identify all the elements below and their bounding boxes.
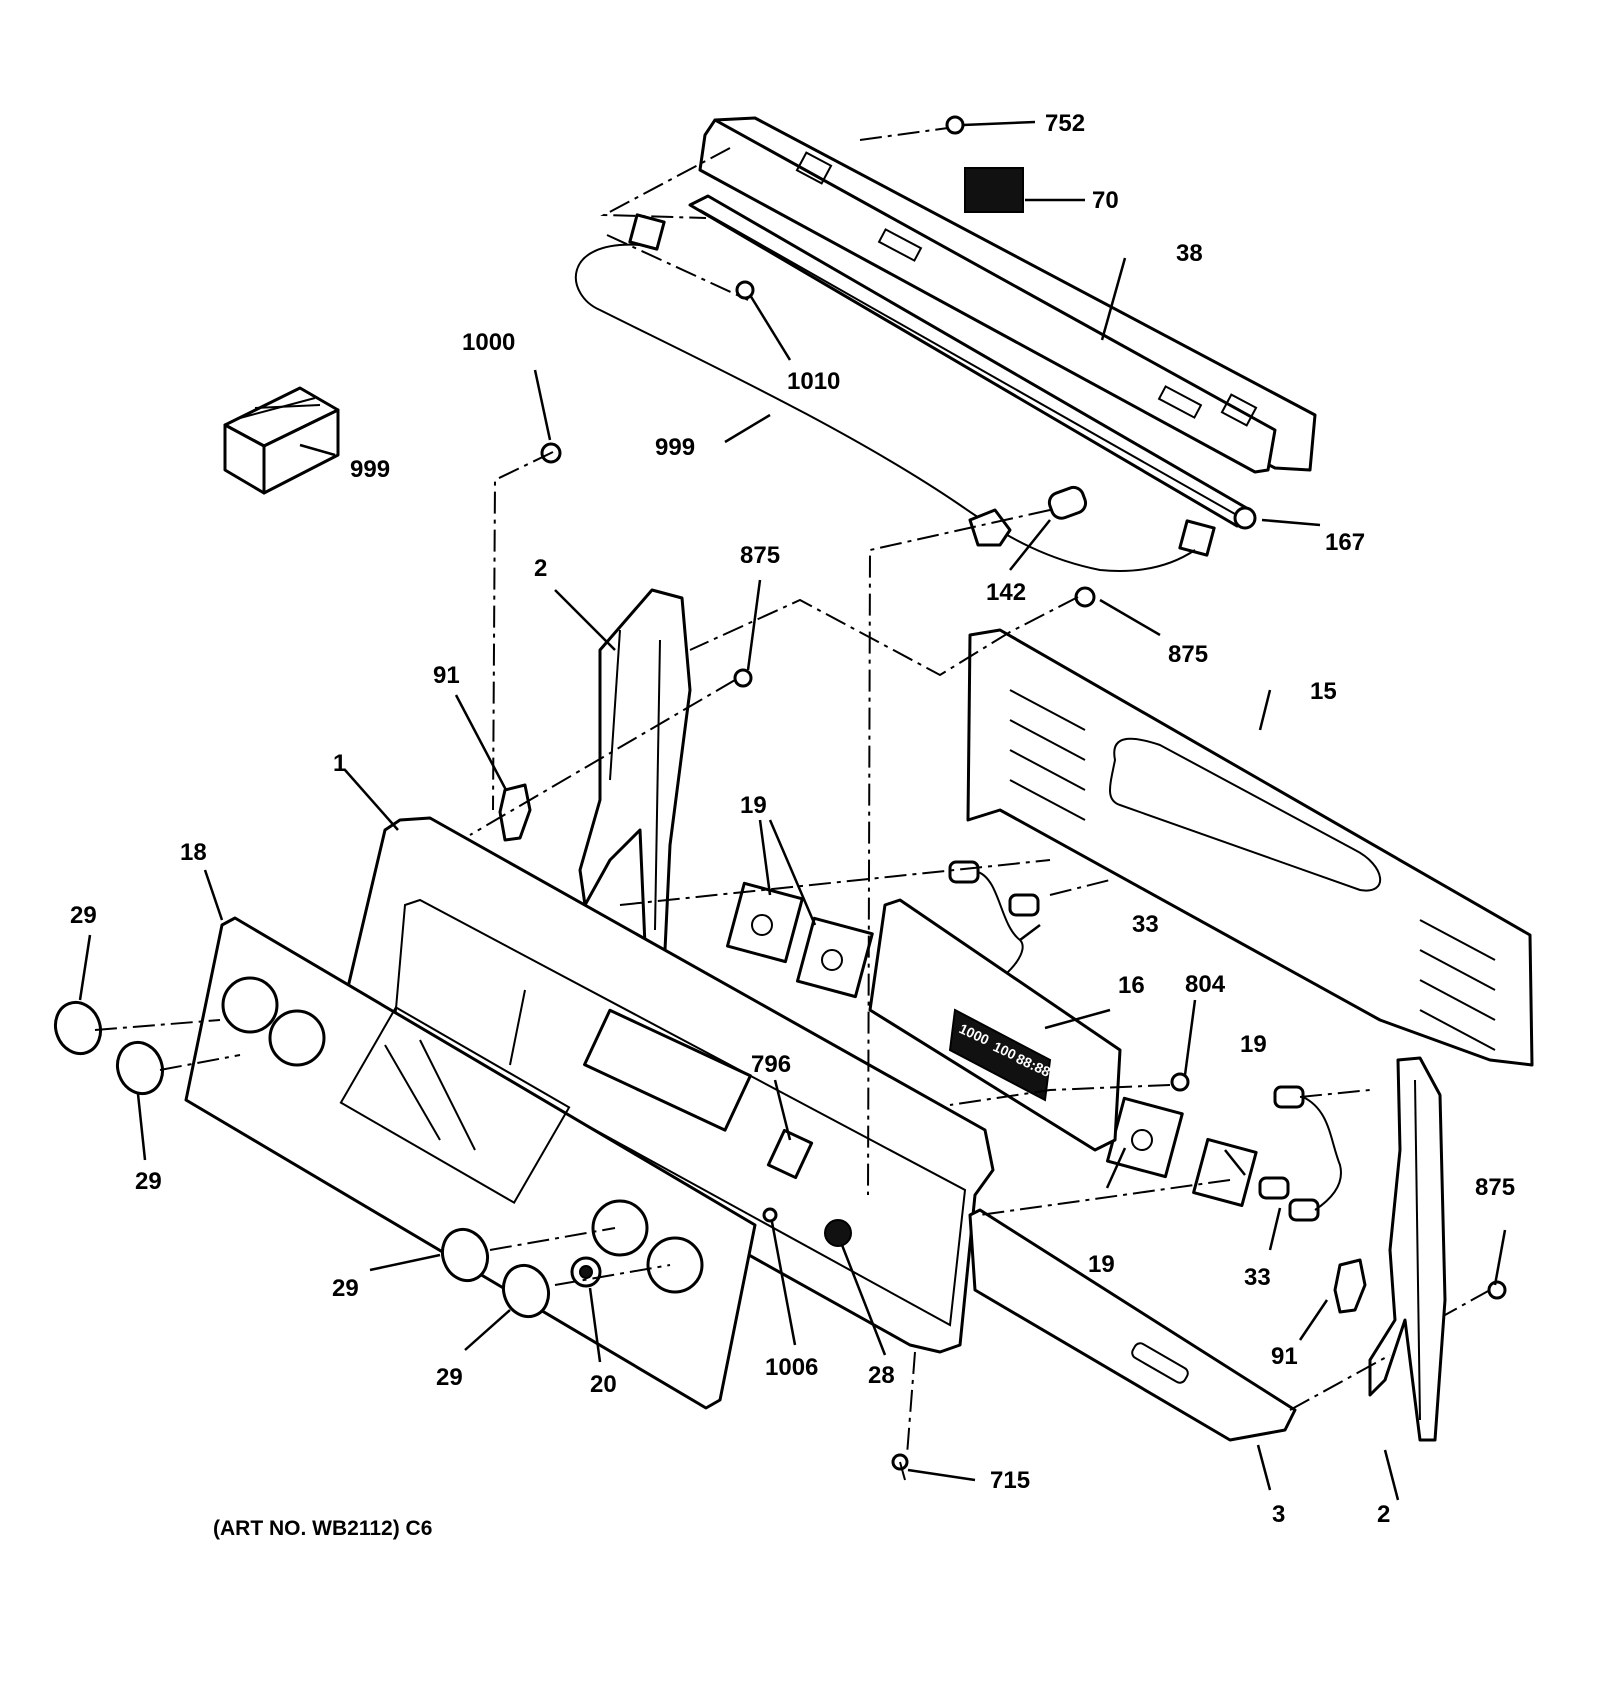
callout-1006: 1006 xyxy=(765,1354,818,1381)
callout-28: 28 xyxy=(868,1362,895,1389)
light-housing-38 xyxy=(698,116,1317,474)
callout-15: 15 xyxy=(1310,678,1337,705)
wire-harness-999 xyxy=(574,243,1196,572)
lamp-holder-right xyxy=(1178,519,1216,557)
end-cap-2-left xyxy=(578,588,692,952)
screw-875-top xyxy=(1074,586,1096,608)
callout-38: 38 xyxy=(1176,240,1203,267)
callout-1000: 1000 xyxy=(462,329,515,356)
connector-142 xyxy=(1047,485,1088,520)
callout-875-mid: 875 xyxy=(740,542,780,569)
callout-142: 142 xyxy=(986,579,1026,606)
callout-20: 20 xyxy=(590,1371,617,1398)
knob-29-a xyxy=(53,1000,103,1056)
callout-29-d: 29 xyxy=(436,1364,463,1391)
callout-804: 804 xyxy=(1185,971,1226,998)
label-70 xyxy=(964,167,1085,213)
fluorescent-tube xyxy=(688,194,1257,530)
harness-33-upper xyxy=(948,860,1040,986)
callout-16: 16 xyxy=(1118,972,1145,999)
callout-2-right: 2 xyxy=(1377,1501,1390,1528)
callout-19-upper: 19 xyxy=(740,792,767,819)
carton-999 xyxy=(223,386,340,495)
callout-19-lower: 19 xyxy=(1088,1251,1115,1278)
control-board-16: 1000 100 88:88 xyxy=(868,898,1122,1152)
rear-panel-15 xyxy=(966,628,1534,1067)
lamp-holder-left xyxy=(628,213,666,251)
screw-1010 xyxy=(735,280,755,300)
callout-715: 715 xyxy=(990,1467,1030,1494)
knob-29-b xyxy=(115,1040,165,1096)
switch-19-d xyxy=(1192,1137,1258,1208)
screw-804 xyxy=(1170,1072,1190,1092)
switch-19-b xyxy=(795,916,874,999)
control-panel-18 xyxy=(184,916,757,1410)
callout-29-b: 29 xyxy=(135,1168,162,1195)
harness-33-lower xyxy=(1258,1085,1342,1222)
callout-91-right: 91 xyxy=(1271,1343,1298,1370)
vent-slots-left xyxy=(1009,689,1086,821)
end-cap-2-right xyxy=(1368,1056,1447,1442)
switch-19-a xyxy=(725,881,804,964)
screw-1006 xyxy=(762,1207,778,1223)
callout-19-right: 19 xyxy=(1240,1031,1267,1058)
screw-752 xyxy=(945,115,1036,135)
leader-lines xyxy=(78,257,1507,1501)
screw-875-mid xyxy=(733,668,753,688)
callout-29-c: 29 xyxy=(332,1275,359,1302)
clip-91-left xyxy=(498,783,532,842)
knob-29-c xyxy=(440,1227,490,1283)
assembly-lines xyxy=(94,127,1491,1456)
wire-connector xyxy=(968,508,1012,547)
callout-1: 1 xyxy=(333,750,346,777)
callout-91-left: 91 xyxy=(433,662,460,689)
callout-999-carton: 999 xyxy=(350,456,390,483)
knob-29-d xyxy=(501,1263,551,1319)
touchpad-grid xyxy=(339,1006,571,1204)
callout-18: 18 xyxy=(180,839,207,866)
callout-3: 3 xyxy=(1272,1501,1285,1528)
callout-796: 796 xyxy=(751,1051,791,1078)
screw-875-right xyxy=(1487,1280,1507,1300)
callout-999-wire: 999 xyxy=(655,434,695,461)
callout-875-top: 875 xyxy=(1168,641,1208,668)
callout-70: 70 xyxy=(1092,187,1119,214)
callout-33-upper: 33 xyxy=(1132,911,1159,938)
lower-trim-3 xyxy=(968,1208,1297,1442)
art-number: (ART NO. WB2112) C6 xyxy=(213,1517,432,1540)
callout-labels: 752 70 38 1000 1010 999 999 167 142 875 … xyxy=(70,110,1515,1528)
bracket-796 xyxy=(766,1128,814,1180)
callout-1010: 1010 xyxy=(787,368,840,395)
knob-28 xyxy=(824,1219,852,1247)
vent-slots-right xyxy=(1419,919,1496,1051)
callout-33-lower: 33 xyxy=(1244,1264,1271,1291)
callout-2-left: 2 xyxy=(534,555,547,582)
clip-91-right xyxy=(1333,1258,1367,1314)
callout-29-a: 29 xyxy=(70,902,97,929)
callout-167: 167 xyxy=(1325,529,1365,556)
screw-715 xyxy=(891,1453,909,1481)
callout-752: 752 xyxy=(1045,110,1085,137)
callout-875-right: 875 xyxy=(1475,1174,1515,1201)
